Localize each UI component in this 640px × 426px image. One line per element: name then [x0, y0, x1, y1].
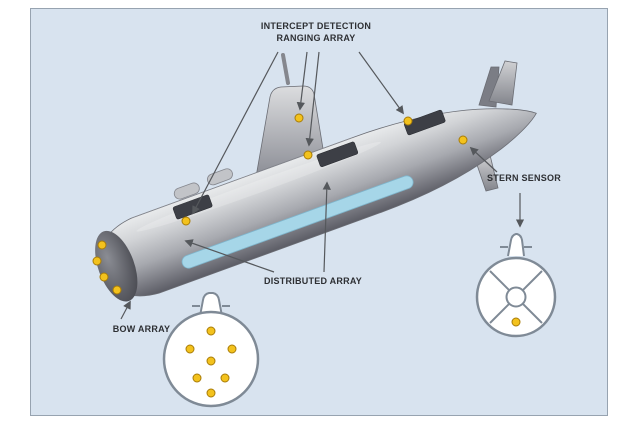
bow-cross-section-icon — [162, 292, 260, 408]
sensor-dot — [112, 285, 122, 295]
sensor-dot — [206, 326, 216, 336]
hull-hatch — [404, 109, 446, 136]
sensor-dot — [185, 344, 195, 354]
stern-cross-section-icon — [475, 233, 557, 338]
label-stern-sensor: STERN SENSOR — [486, 173, 561, 183]
label-intercept-detection-ranging-array: INTERCEPT DETECTION RANGING ARRAY — [221, 21, 411, 44]
sensor-dot — [99, 272, 109, 282]
sensor-dot — [511, 317, 521, 327]
bow-section-sail — [199, 292, 223, 317]
deck-fairing — [173, 182, 200, 200]
distributed-array-stripe — [181, 175, 414, 269]
sensor-dot — [220, 373, 230, 383]
stern-fins — [474, 60, 518, 192]
label-line-2: RANGING ARRAY — [276, 32, 356, 43]
sensor-dot — [458, 135, 468, 145]
sensor-dot — [192, 373, 202, 383]
submarine-sensor-diagram — [92, 51, 557, 408]
bow-nose-cap — [95, 230, 138, 302]
sensor-dot — [92, 256, 102, 266]
sensor-dot — [227, 344, 237, 354]
leader-arrow — [305, 51, 320, 147]
leader-arrow — [469, 146, 498, 173]
sensor-dot — [303, 150, 313, 160]
stern-section-sail — [507, 233, 525, 257]
sensor-dot — [294, 113, 304, 123]
sensor-dot — [181, 216, 191, 226]
leader-arrow — [184, 239, 275, 273]
hull-body — [97, 108, 537, 297]
hull — [95, 108, 537, 302]
stern-section-hub — [505, 286, 527, 308]
label-line-1: INTERCEPT DETECTION — [260, 21, 372, 31]
periscope-mast — [281, 53, 290, 85]
leader-arrows — [120, 51, 525, 320]
deck-edge — [131, 137, 353, 219]
hull-hatch — [316, 141, 359, 167]
sensor-dot — [206, 356, 216, 366]
leader-arrow — [358, 51, 404, 115]
sensor-dot — [403, 116, 413, 126]
deck-fairing — [207, 168, 233, 186]
diagram-panel: INTERCEPT DETECTION RANGING ARRAY STERN … — [30, 8, 608, 416]
label-distributed-array: DISTRIBUTED ARRAY — [263, 276, 363, 286]
leader-arrow — [120, 300, 131, 320]
bow-section-dots — [185, 326, 237, 398]
sensor-dots — [92, 113, 468, 295]
sensor-dot — [206, 388, 216, 398]
leader-arrow — [192, 51, 279, 215]
leader-arrow — [296, 51, 308, 111]
label-bow-array: BOW ARRAY — [112, 324, 171, 334]
sensor-dot — [97, 240, 107, 250]
upper-fin — [488, 60, 518, 106]
leader-arrow — [322, 181, 331, 273]
